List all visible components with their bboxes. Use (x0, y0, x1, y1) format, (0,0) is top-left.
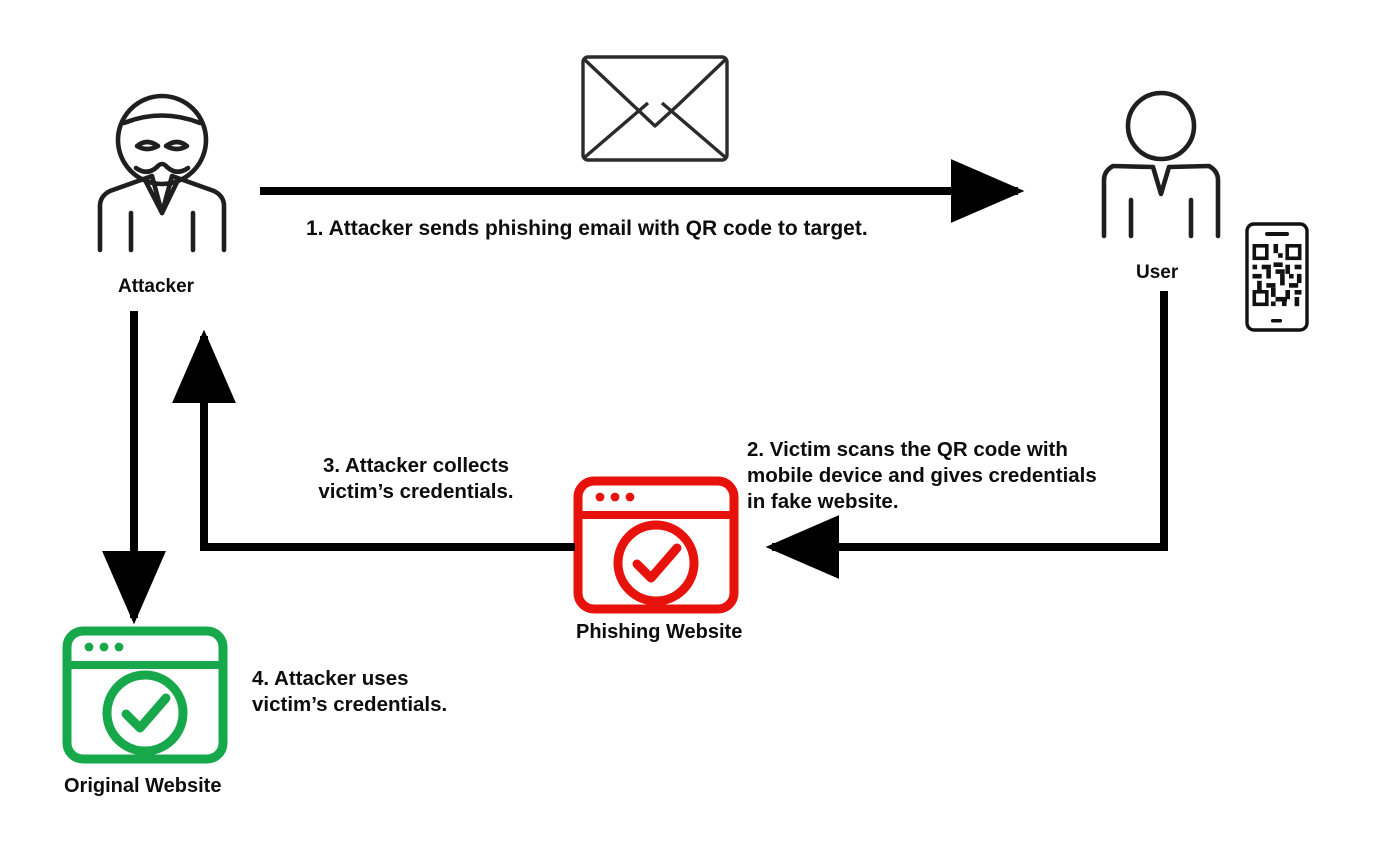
phishing-website-icon (573, 476, 739, 614)
masked-attacker-icon (97, 93, 227, 253)
arrow-step-2 (765, 291, 1168, 579)
original-website-label: Original Website (64, 775, 222, 797)
original-website-icon (62, 626, 228, 764)
step-4-caption: 4. Attacker uses victim’s credentials. (252, 666, 492, 718)
step-4-line-1: 4. Attacker uses (252, 667, 409, 690)
step-2-line-1: 2. Victim scans the QR code with (747, 438, 1068, 461)
step-4-line-2: victim’s credentials. (252, 693, 448, 717)
step-2-line-3: in fake website. (747, 490, 899, 514)
step-1-caption: 1. Attacker sends phishing email with QR… (306, 217, 868, 240)
user-label: User (1136, 262, 1179, 283)
step-3-line-1: 3. Attacker collects (322, 454, 510, 477)
step-3-line-2: victim’s credentials. (318, 480, 514, 504)
smartphone-qr-code-icon (1245, 222, 1309, 332)
step-2-caption: 2. Victim scans the QR code with mobile … (747, 437, 1147, 516)
phishing-website-label: Phishing Website (576, 621, 743, 643)
step-3-caption: 3. Attacker collects victim’s credential… (286, 453, 546, 505)
arrow-step-3 (172, 329, 575, 551)
qr-code-pattern (1252, 244, 1302, 307)
step-2-line-2: mobile device and gives credentials (747, 464, 1097, 488)
attacker-label: Attacker (118, 276, 195, 297)
person-icon (1101, 90, 1221, 239)
envelope-icon (581, 55, 729, 162)
